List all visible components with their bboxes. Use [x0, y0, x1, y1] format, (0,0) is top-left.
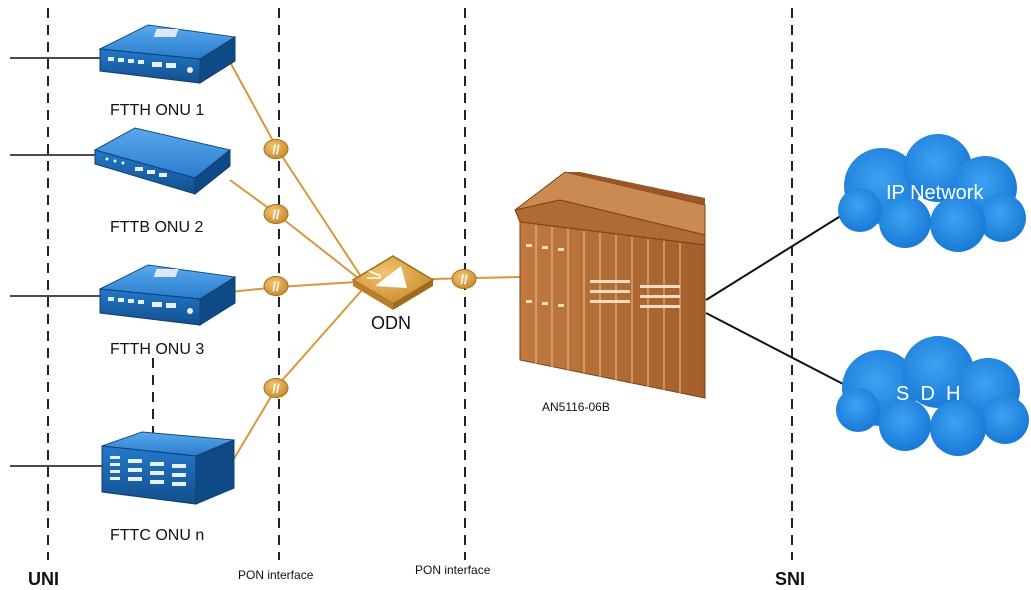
sdh-label: S D H [896, 383, 961, 405]
ftth-onu-icon [98, 24, 237, 84]
fttc-onu-icon [101, 431, 235, 505]
onu-n-label: FTTC ONU n [110, 527, 205, 544]
fttb-onu-icon [93, 127, 232, 196]
sni-links [705, 206, 856, 386]
olt-label: AN5116-06B [542, 400, 610, 414]
fiber-links [229, 61, 521, 463]
coupler-icon: // [263, 276, 289, 296]
coupler-icon: // [263, 139, 289, 159]
svg-text://: // [272, 381, 280, 396]
onu-3-label: FTTH ONU 3 [110, 341, 205, 358]
cloud-icon [836, 336, 1029, 456]
svg-text://: // [460, 272, 468, 287]
coupler-icon: // [263, 204, 289, 224]
uni-links [10, 57, 108, 467]
uni-zone-label: UNI [28, 569, 59, 589]
ip-network-label: IP Network [886, 182, 984, 204]
onu-1-label: FTTH ONU 1 [110, 102, 205, 119]
onu-2-label: FTTB ONU 2 [110, 219, 204, 236]
ftth-onu-icon [98, 264, 237, 326]
fiber-onu1 [229, 61, 361, 276]
odn-splitter-icon [351, 255, 435, 310]
coupler-icon: // [263, 378, 289, 398]
fiber-couplers: // // // // // [263, 139, 477, 398]
fiber-onun [231, 289, 363, 463]
svg-text://: // [272, 142, 280, 157]
sni-link-ip [705, 206, 856, 301]
fiber-onu3 [229, 281, 357, 293]
pon-interface-label-2: PON interface [415, 563, 491, 577]
coupler-icon: // [451, 269, 477, 289]
olt-chassis-icon [514, 171, 706, 399]
svg-text://: // [272, 279, 280, 294]
odn-label: ODN [371, 313, 411, 333]
sni-link-sdh [705, 312, 846, 386]
cloud-icon [838, 134, 1026, 252]
fiber-onu2 [229, 179, 359, 279]
sni-zone-label: SNI [775, 569, 806, 589]
pon-interface-label-1: PON interface [238, 568, 314, 582]
svg-text://: // [272, 207, 280, 222]
